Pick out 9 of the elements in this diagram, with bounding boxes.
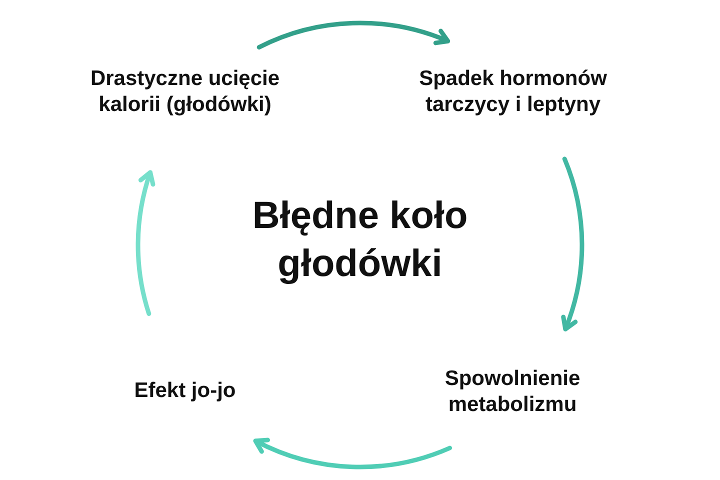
cycle-step-text: Spowolnienie metabolizmu — [425, 366, 600, 418]
curved-arrow — [256, 20, 450, 50]
cycle-step-text: Spadek hormonów tarczycy i leptyny — [388, 66, 638, 118]
cycle-step-text: Drastyczne ucięcie kalorii (głodówki) — [60, 66, 310, 118]
curved-arrow — [253, 437, 452, 470]
diagram-title: Błędne koło głodówki — [251, 194, 469, 287]
curved-arrow — [560, 156, 584, 332]
cycle-step-text: Efekt jo-jo — [100, 378, 270, 404]
curved-arrow — [136, 170, 156, 316]
